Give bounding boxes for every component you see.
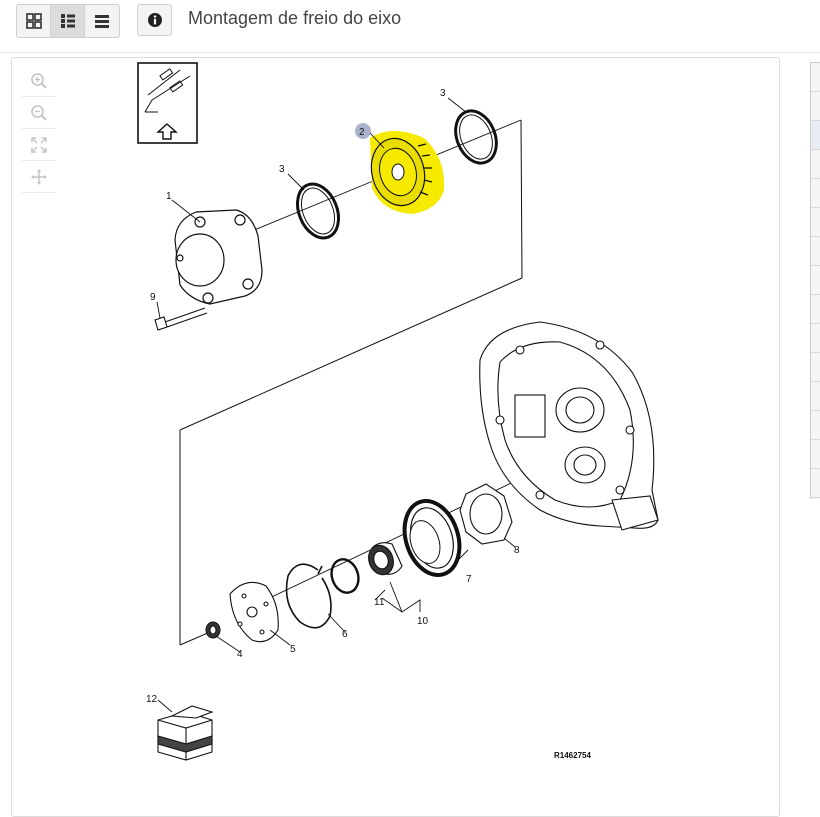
fit-screen-button[interactable] bbox=[22, 129, 56, 161]
parts-list-row[interactable] bbox=[811, 382, 820, 411]
part-5-plate[interactable] bbox=[229, 581, 279, 643]
transmission-housing bbox=[479, 321, 659, 531]
page-title: Montagem de freio do eixo bbox=[188, 8, 402, 28]
part-4-fitting[interactable] bbox=[205, 621, 221, 639]
part-2-gear-highlighted[interactable] bbox=[355, 123, 445, 214]
part-7-disc[interactable] bbox=[396, 494, 469, 582]
zoom-in-button[interactable] bbox=[22, 65, 56, 97]
toolbar: Montagem de freio do eixo bbox=[0, 0, 820, 53]
list-detail-icon bbox=[60, 14, 75, 28]
parts-list-row[interactable] bbox=[811, 440, 820, 469]
callout-11[interactable]: 11 bbox=[374, 597, 385, 608]
parts-list-row[interactable] bbox=[811, 266, 820, 295]
callout-3b[interactable]: 3 bbox=[440, 88, 446, 99]
zoom-in-icon bbox=[31, 72, 47, 89]
part-3-seal-a[interactable] bbox=[290, 178, 346, 244]
parts-list-row[interactable] bbox=[811, 208, 820, 237]
part-8-gasket[interactable] bbox=[459, 483, 513, 545]
part-10-piston[interactable] bbox=[365, 542, 403, 578]
zoom-out-button[interactable] bbox=[22, 97, 56, 129]
parts-list-row[interactable] bbox=[811, 63, 820, 92]
assembly-frame bbox=[179, 119, 523, 646]
callout-2[interactable]: 2 bbox=[359, 127, 365, 138]
navigation-thumbnail[interactable] bbox=[137, 62, 198, 144]
parts-list-row[interactable] bbox=[811, 295, 820, 324]
parts-list-row[interactable] bbox=[811, 179, 820, 208]
info-icon bbox=[147, 13, 162, 27]
callout-5[interactable]: 5 bbox=[290, 644, 296, 655]
pan-icon bbox=[31, 168, 47, 185]
parts-list-row[interactable] bbox=[811, 92, 820, 121]
fit-screen-icon bbox=[31, 136, 47, 153]
parts-list-row[interactable] bbox=[811, 237, 820, 266]
zoom-toolbar bbox=[22, 65, 56, 193]
zoom-out-icon bbox=[31, 104, 47, 121]
grid-view-button[interactable] bbox=[17, 5, 51, 37]
part-6-snap-ring[interactable] bbox=[285, 563, 332, 629]
diagram-reference-number: R1462754 bbox=[554, 751, 591, 760]
callout-3a[interactable]: 3 bbox=[279, 164, 285, 175]
callout-badge bbox=[355, 123, 371, 139]
callout-4[interactable]: 4 bbox=[237, 649, 243, 660]
callout-9[interactable]: 9 bbox=[150, 292, 156, 303]
callout-6[interactable]: 6 bbox=[342, 629, 348, 640]
pan-button[interactable] bbox=[22, 161, 56, 193]
part-9-bolt[interactable] bbox=[154, 307, 208, 331]
parts-list-row[interactable] bbox=[811, 121, 820, 150]
part-11-ring[interactable] bbox=[327, 556, 362, 596]
parts-list-row[interactable] bbox=[811, 353, 820, 382]
info-button[interactable] bbox=[137, 4, 172, 36]
callout-8[interactable]: 8 bbox=[514, 545, 520, 556]
parts-list-row[interactable] bbox=[811, 411, 820, 440]
up-arrow-icon bbox=[156, 123, 178, 140]
parts-list-row[interactable] bbox=[811, 324, 820, 353]
callout-1[interactable]: 1 bbox=[166, 191, 172, 202]
callout-10[interactable]: 10 bbox=[417, 616, 429, 627]
part-1-housing[interactable] bbox=[174, 209, 263, 305]
grid-icon bbox=[25, 13, 42, 29]
list-icon bbox=[95, 15, 109, 28]
list-view-button[interactable] bbox=[85, 5, 119, 37]
part-3-seal-b[interactable] bbox=[448, 105, 503, 169]
callout-12[interactable]: 12 bbox=[146, 694, 158, 705]
parts-list-row[interactable] bbox=[811, 150, 820, 179]
parts-list-panel-edge[interactable] bbox=[810, 62, 820, 499]
list-detail-view-button[interactable] bbox=[51, 5, 85, 37]
callout-7[interactable]: 7 bbox=[466, 574, 472, 585]
part-12-kit-box[interactable] bbox=[157, 705, 214, 761]
parts-list-row[interactable] bbox=[811, 469, 820, 498]
view-button-group bbox=[16, 4, 120, 38]
leader-lines bbox=[156, 97, 516, 713]
